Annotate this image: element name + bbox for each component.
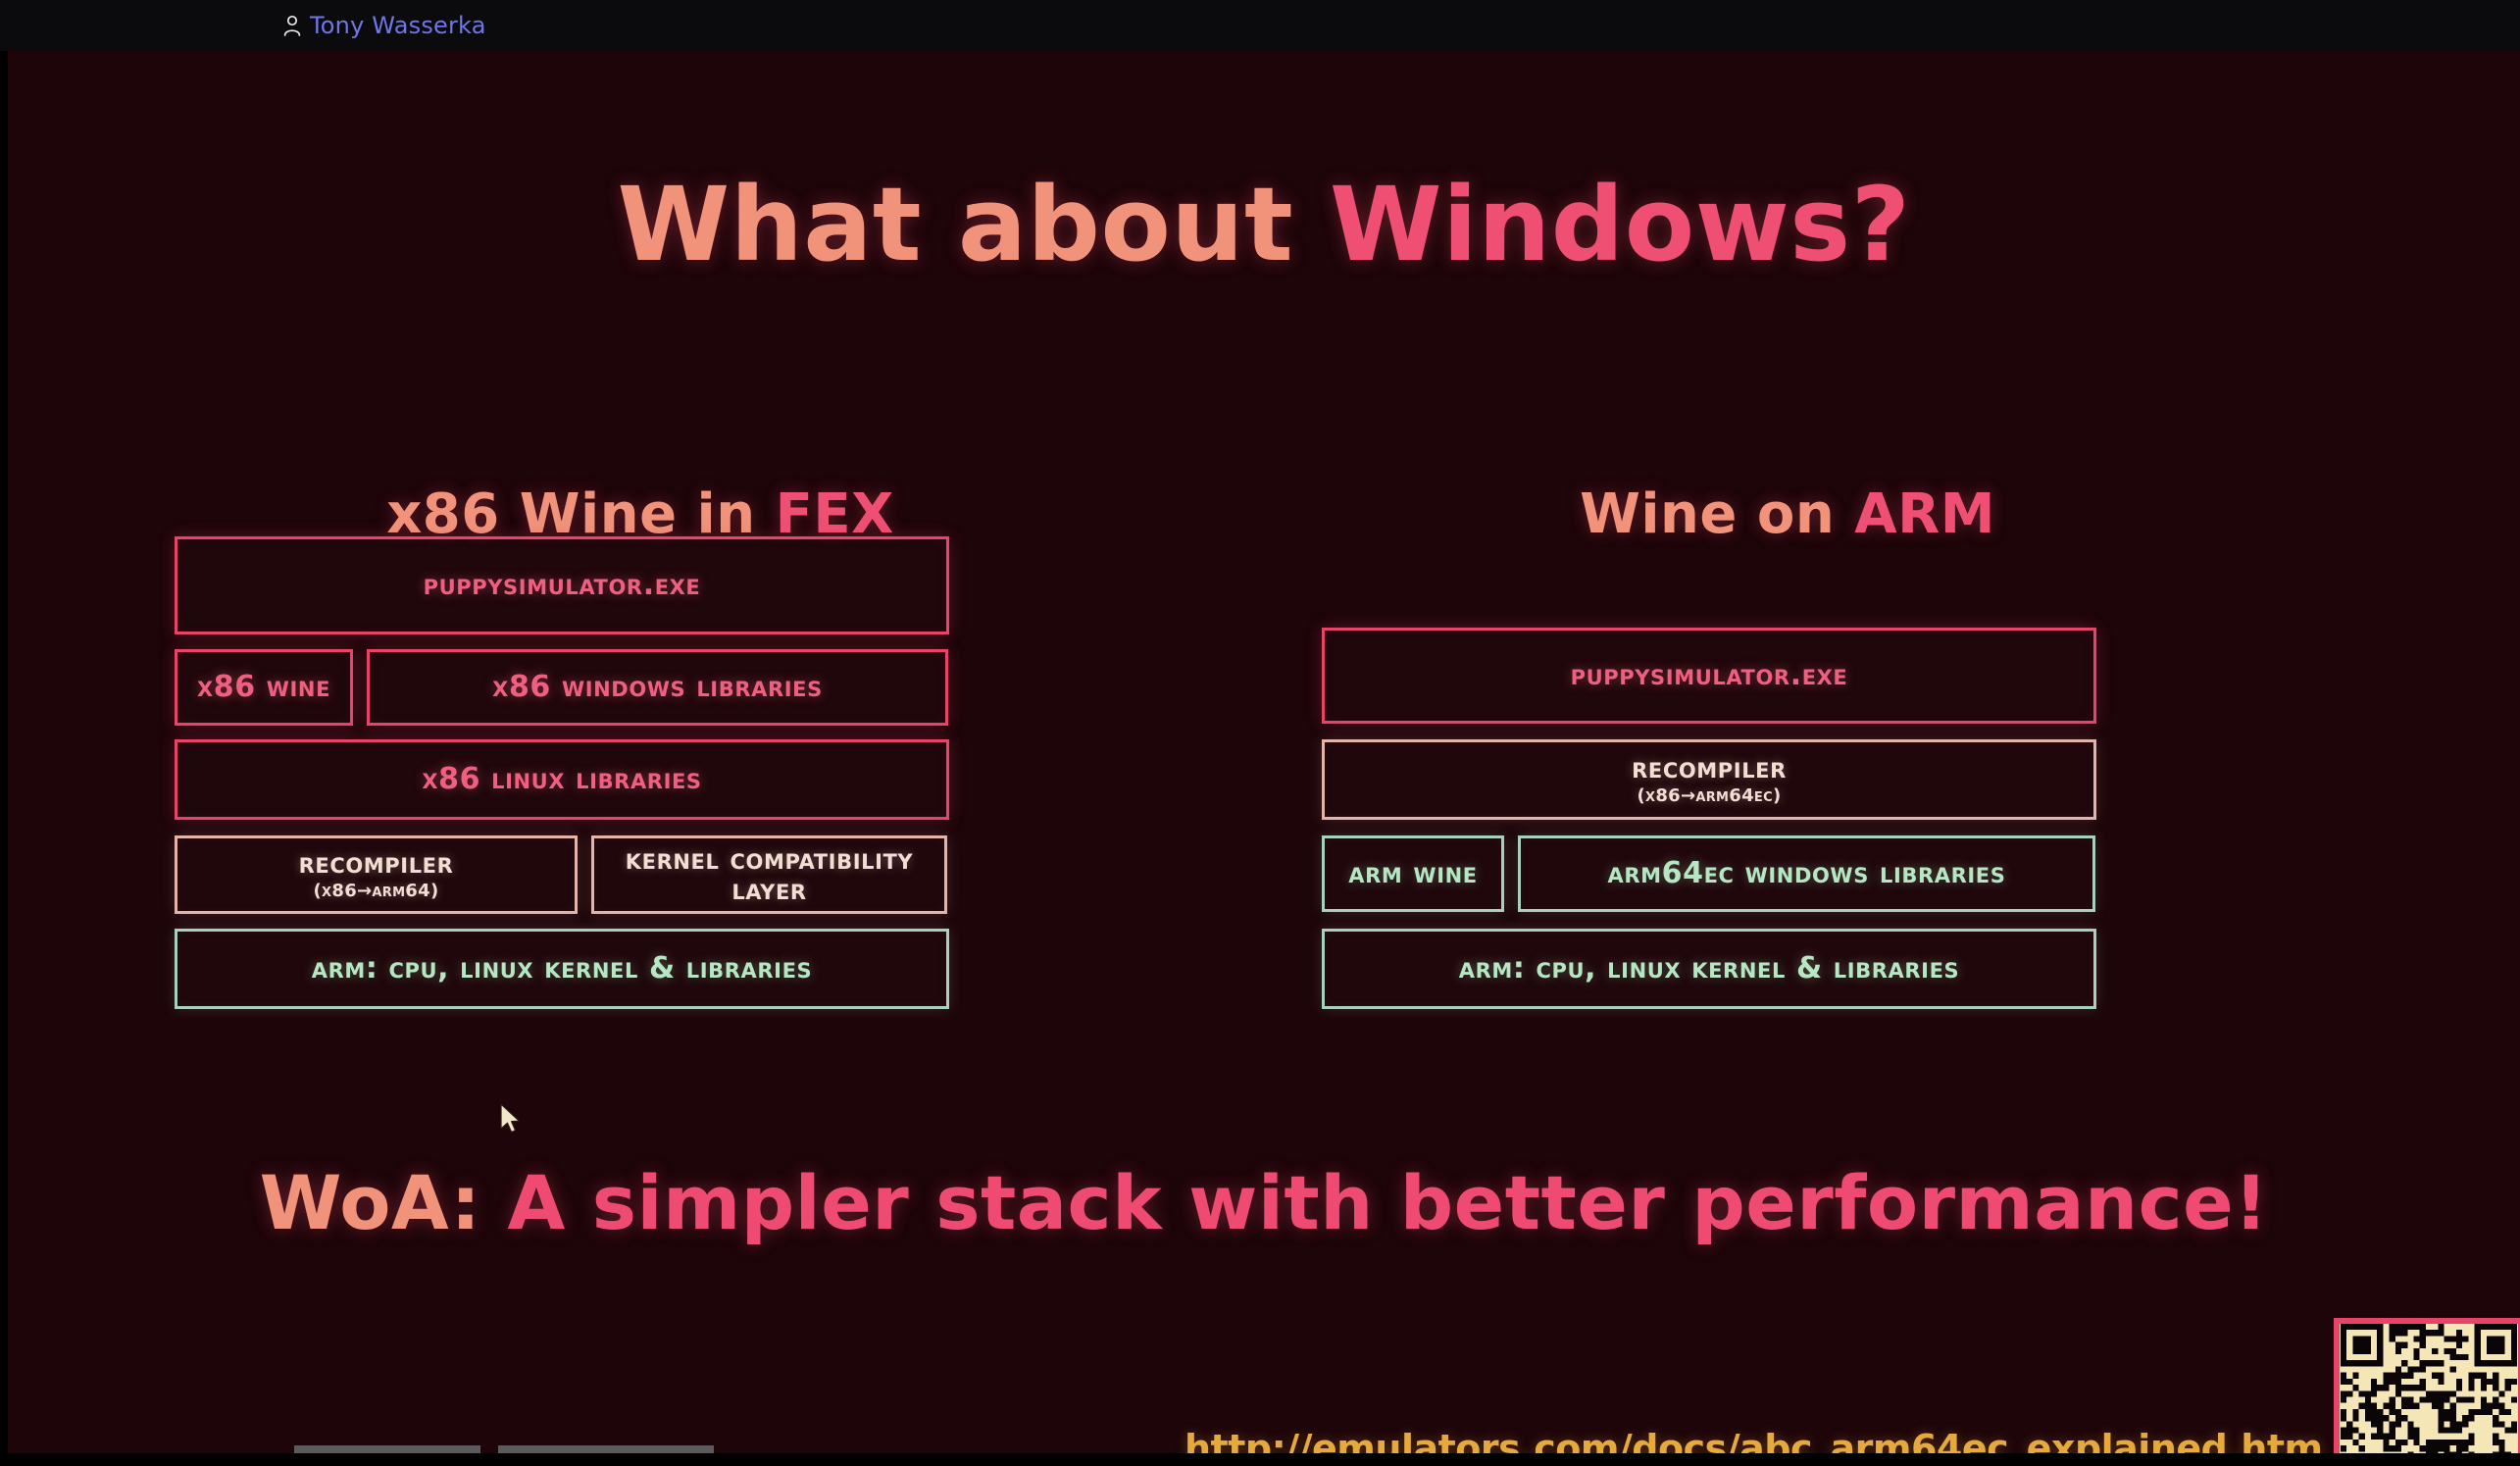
person-icon <box>283 15 301 36</box>
stack-box-label: x86 Windows libraries <box>492 670 823 705</box>
stack-box-label: ARM Wine <box>1348 856 1478 891</box>
column-left-heading-part-b: FEX <box>775 482 894 546</box>
stack-box-label: PuppySimulator.exe <box>1570 658 1848 693</box>
stack-box-sublabel: (x86→ARM64EC) <box>1637 784 1782 806</box>
taskbar-stub-2 <box>498 1445 714 1453</box>
slide-canvas: What about Windows? x86 Wine in FEX Pupp… <box>8 51 2520 1453</box>
page-title-part-a: What about <box>617 165 1330 284</box>
stack-box-label: x86 Wine <box>196 670 331 705</box>
stack-box: ARM: CPU, Linux Kernel & Libraries <box>175 929 949 1009</box>
tagline-part-a: WoA: <box>259 1159 508 1246</box>
stack-box-label: Recompiler <box>298 846 454 882</box>
page-title: What about Windows? <box>8 169 2520 280</box>
stack-box-label: ARM: CPU, Linux Kernel & Libraries <box>311 951 813 986</box>
window-topbar: Tony Wasserka <box>0 0 2520 51</box>
stack-box: x86 Windows libraries <box>367 649 948 726</box>
tagline-part-b: A simpler stack with better performance! <box>507 1159 2269 1246</box>
left-black-strip <box>0 51 8 1466</box>
column-right-heading: Wine on ARM <box>1322 482 2253 546</box>
tagline: WoA: A simpler stack with better perform… <box>8 1159 2520 1246</box>
qr-code-modules <box>2341 1324 2517 1453</box>
stack-box: x86 Wine <box>175 649 353 726</box>
stack-box: x86 Linux libraries <box>175 739 949 820</box>
stack-box: Recompiler(x86→ARM64EC) <box>1322 739 2096 820</box>
stack-box-sublabel: (x86→ARM64) <box>313 880 439 901</box>
stack-box: ARM Wine <box>1322 835 1504 912</box>
presenter-name: Tony Wasserka <box>310 12 486 39</box>
stack-box: PuppySimulator.exe <box>175 536 949 634</box>
stack-box-label: Kernel compatibility layer <box>625 841 914 907</box>
presenter-badge: Tony Wasserka <box>282 12 486 39</box>
stack-box: Kernel compatibility layer <box>591 835 947 914</box>
column-left-heading: x86 Wine in FEX <box>175 482 1106 546</box>
column-right-heading-part-a: Wine on <box>1580 482 1855 546</box>
stack-box-label: x86 Linux libraries <box>422 762 702 797</box>
stack-box-label: ARM64EC Windows libraries <box>1607 856 2006 891</box>
stack-box: ARM64EC Windows libraries <box>1518 835 2095 912</box>
page-title-part-b: Windows? <box>1329 165 1911 284</box>
stack-box: PuppySimulator.exe <box>1322 628 2096 724</box>
taskbar-stub-1 <box>294 1445 480 1453</box>
stack-box-label: PuppySimulator.exe <box>423 568 701 603</box>
mouse-cursor <box>500 1103 521 1134</box>
column-left-heading-part-a: x86 Wine in <box>386 482 776 546</box>
stack-box: ARM: CPU, Linux Kernel & Libraries <box>1322 929 2096 1009</box>
stack-box-label: Recompiler <box>1632 751 1787 786</box>
column-right-heading-part-b: ARM <box>1854 482 1995 546</box>
stack-box-label: ARM: CPU, Linux Kernel & Libraries <box>1458 951 1960 986</box>
stack-box: Recompiler(x86→ARM64) <box>175 835 578 914</box>
reference-link[interactable]: http://emulators.com/docs/abc_arm64ec_ex… <box>1184 1427 2323 1453</box>
qr-code-inner <box>2340 1324 2518 1453</box>
qr-code[interactable] <box>2334 1318 2520 1453</box>
